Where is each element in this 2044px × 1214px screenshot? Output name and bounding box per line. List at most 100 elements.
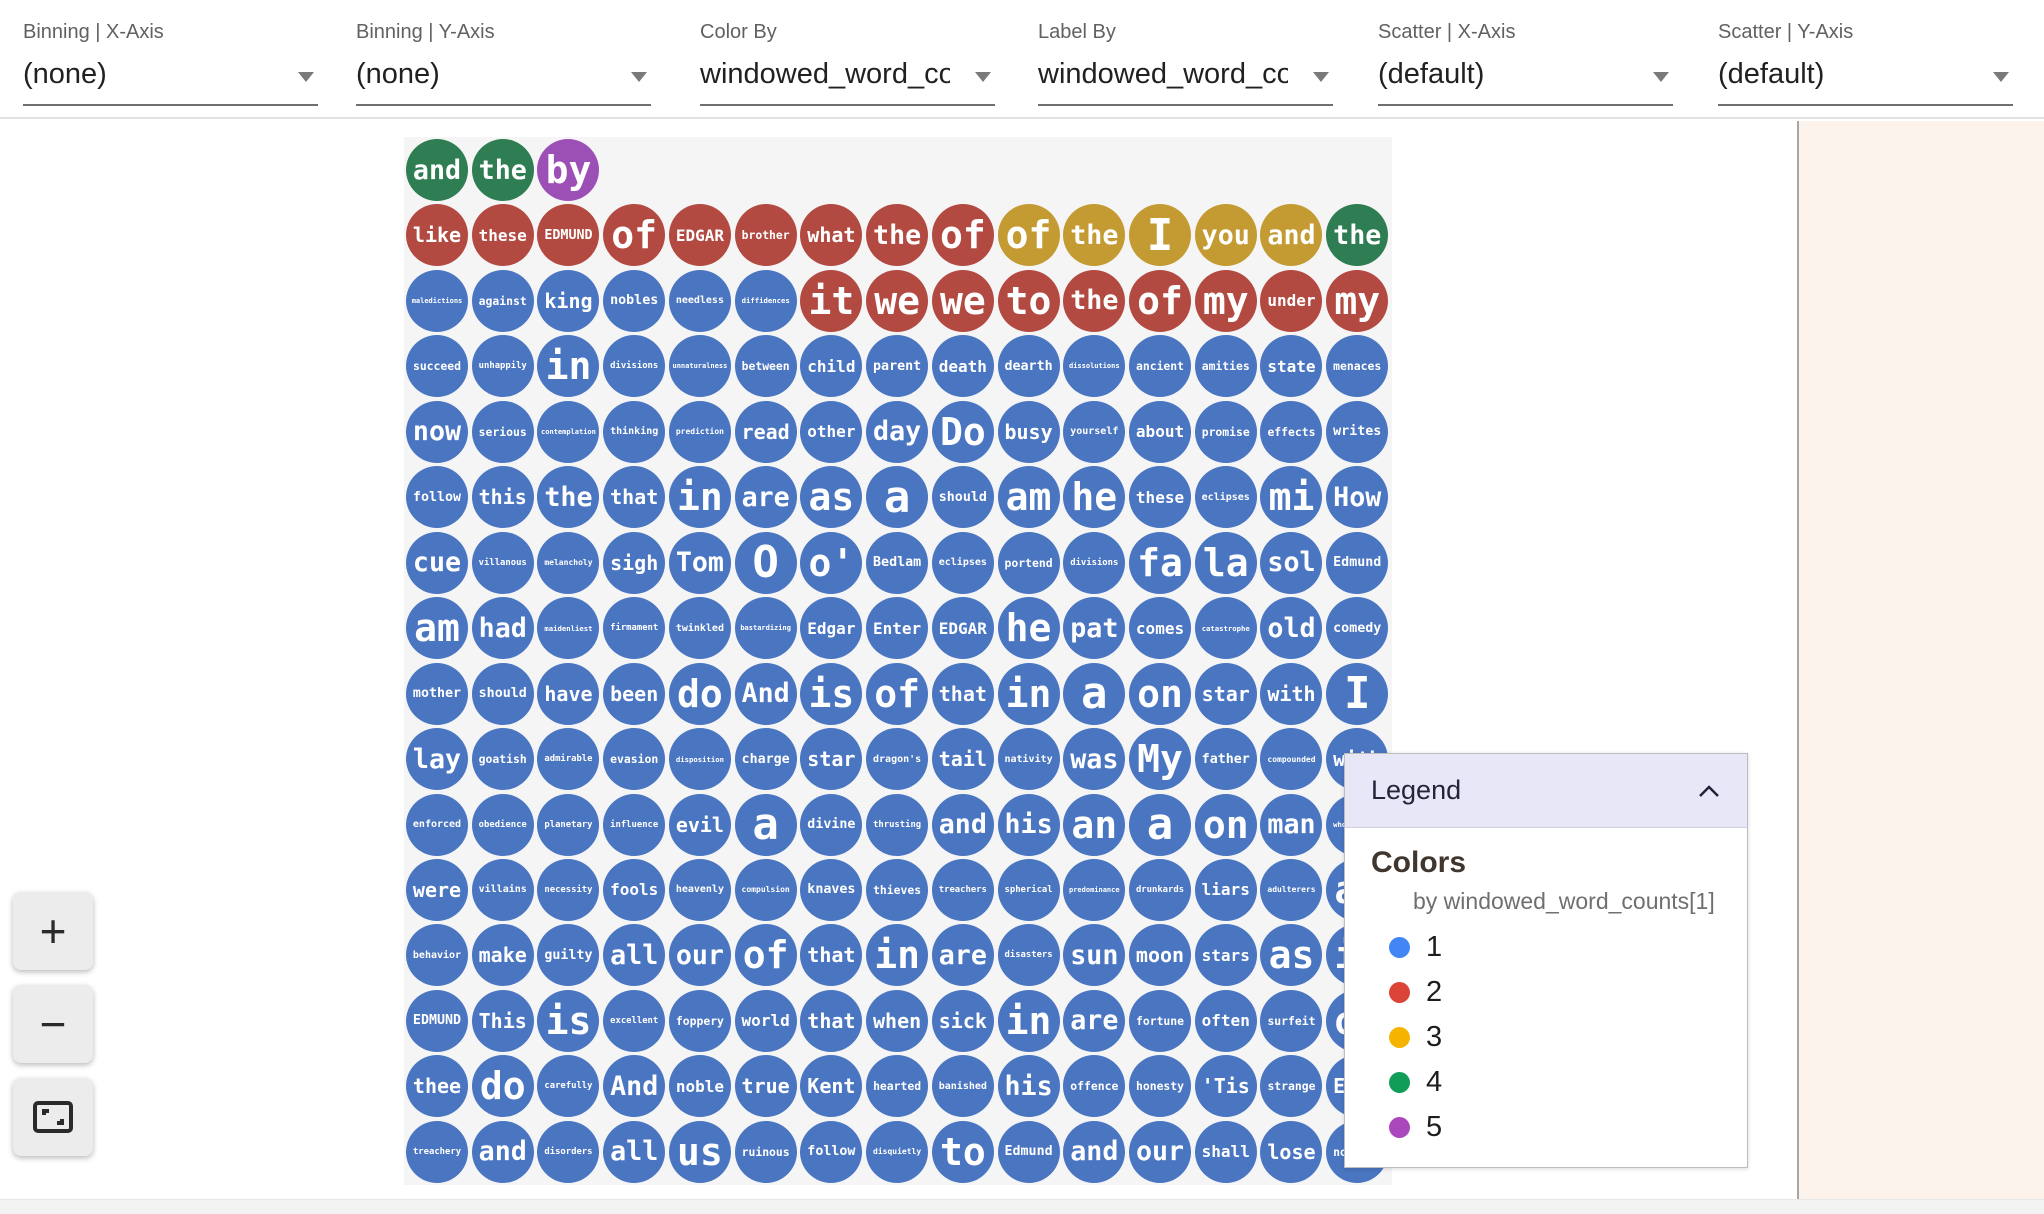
- word-bubble[interactable]: This: [471, 989, 534, 1052]
- dropdown-value[interactable]: (none): [356, 58, 440, 90]
- word-bubble[interactable]: necessity: [537, 858, 600, 921]
- word-bubble[interactable]: a: [1063, 662, 1126, 725]
- dropdown-value[interactable]: (none): [23, 58, 107, 90]
- word-bubble[interactable]: Edmund: [1326, 531, 1389, 594]
- word-bubble[interactable]: Bedlam: [866, 531, 929, 594]
- word-bubble[interactable]: on: [1129, 662, 1192, 725]
- legend-item[interactable]: 2: [1371, 970, 1721, 1015]
- word-bubble[interactable]: contemplation: [537, 400, 600, 463]
- word-bubble[interactable]: mother: [406, 662, 468, 725]
- word-bubble[interactable]: father: [1194, 728, 1257, 791]
- word-bubble[interactable]: evasion: [603, 728, 666, 791]
- word-bubble[interactable]: the: [471, 139, 534, 201]
- word-bubble[interactable]: in: [997, 989, 1060, 1052]
- word-bubble[interactable]: treachers: [931, 858, 994, 921]
- dropdown-value[interactable]: (default): [1378, 58, 1485, 90]
- word-bubble[interactable]: I: [1326, 662, 1389, 725]
- zoom-in-button[interactable]: +: [13, 892, 93, 970]
- word-bubble[interactable]: And: [734, 662, 797, 725]
- word-bubble[interactable]: effects: [1260, 400, 1323, 463]
- chevron-down-icon[interactable]: [1313, 72, 1329, 82]
- word-bubble[interactable]: unnaturalness: [668, 335, 731, 398]
- word-bubble[interactable]: villains: [471, 858, 534, 921]
- word-bubble[interactable]: Kent: [800, 1055, 863, 1118]
- word-bubble[interactable]: of: [931, 204, 994, 267]
- word-bubble[interactable]: Edgar: [800, 597, 863, 660]
- word-bubble[interactable]: the: [866, 204, 929, 267]
- word-bubble[interactable]: lose: [1260, 1120, 1323, 1183]
- word-bubble[interactable]: and: [471, 1120, 534, 1183]
- word-bubble[interactable]: of: [603, 204, 666, 267]
- word-bubble[interactable]: on: [1194, 793, 1257, 856]
- word-bubble[interactable]: in: [537, 335, 600, 398]
- word-bubble[interactable]: My: [1129, 728, 1192, 791]
- legend-item[interactable]: 1: [1371, 925, 1721, 970]
- word-bubble[interactable]: fortune: [1129, 989, 1192, 1052]
- word-bubble[interactable]: dissolutions: [1063, 335, 1126, 398]
- dropdown-binning-y-axis[interactable]: Binning | Y-Axis (none): [356, 20, 651, 106]
- word-bubble[interactable]: treachery: [406, 1120, 468, 1183]
- word-bubble[interactable]: spherical: [997, 858, 1060, 921]
- word-bubble[interactable]: that: [931, 662, 994, 725]
- word-bubble[interactable]: stars: [1194, 924, 1257, 987]
- word-bubble[interactable]: diffidences: [734, 269, 797, 332]
- word-bubble[interactable]: and: [1063, 1120, 1126, 1183]
- word-bubble[interactable]: follow: [800, 1120, 863, 1183]
- word-bubble[interactable]: disposition: [668, 728, 731, 791]
- word-bubble[interactable]: busy: [997, 400, 1060, 463]
- chevron-down-icon[interactable]: [1993, 72, 2009, 82]
- word-bubble[interactable]: maidenliest: [537, 597, 600, 660]
- word-bubble[interactable]: day: [866, 400, 929, 463]
- word-bubble[interactable]: goatish: [471, 728, 534, 791]
- word-bubble[interactable]: that: [800, 989, 863, 1052]
- word-bubble[interactable]: comedy: [1326, 597, 1389, 660]
- word-bubble[interactable]: tail: [931, 728, 994, 791]
- word-bubble[interactable]: had: [471, 597, 534, 660]
- legend-header[interactable]: Legend: [1345, 754, 1747, 828]
- word-bubble[interactable]: of: [997, 204, 1060, 267]
- word-bubble[interactable]: state: [1260, 335, 1323, 398]
- word-bubble[interactable]: true: [734, 1055, 797, 1118]
- word-bubble[interactable]: foppery: [668, 989, 731, 1052]
- legend-item[interactable]: 3: [1371, 1015, 1721, 1060]
- word-bubble[interactable]: predominance: [1063, 858, 1126, 921]
- word-bubble[interactable]: all: [603, 924, 666, 987]
- word-bubble[interactable]: fa: [1129, 531, 1192, 594]
- word-bubble[interactable]: he: [997, 597, 1060, 660]
- word-bubble[interactable]: was: [1063, 728, 1126, 791]
- word-bubble[interactable]: serious: [471, 400, 534, 463]
- word-bubble[interactable]: eclipses: [1194, 466, 1257, 529]
- word-bubble[interactable]: menaces: [1326, 335, 1389, 398]
- zoom-out-button[interactable]: −: [13, 985, 93, 1063]
- word-bubble[interactable]: in: [668, 466, 731, 529]
- chevron-down-icon[interactable]: [1653, 72, 1669, 82]
- word-bubble[interactable]: O: [734, 531, 797, 594]
- dropdown-label-by[interactable]: Label By windowed_word_counts: [1038, 20, 1333, 106]
- dropdown-binning-x-axis[interactable]: Binning | X-Axis (none): [23, 20, 318, 106]
- legend-item[interactable]: 4: [1371, 1060, 1721, 1105]
- word-bubble[interactable]: sick: [931, 989, 994, 1052]
- word-bubble[interactable]: sigh: [603, 531, 666, 594]
- word-bubble[interactable]: moon: [1129, 924, 1192, 987]
- word-bubble[interactable]: writes: [1326, 400, 1389, 463]
- word-bubble[interactable]: 'Tis: [1194, 1055, 1257, 1118]
- word-bubble[interactable]: and: [931, 793, 994, 856]
- word-bubble[interactable]: of: [866, 662, 929, 725]
- word-bubble[interactable]: my: [1194, 269, 1257, 332]
- word-bubble[interactable]: divisions: [603, 335, 666, 398]
- word-bubble[interactable]: to: [931, 1120, 994, 1183]
- word-bubble[interactable]: liars: [1194, 858, 1257, 921]
- word-bubble[interactable]: we: [866, 269, 929, 332]
- word-bubble[interactable]: these: [471, 204, 534, 267]
- word-bubble[interactable]: strange: [1260, 1055, 1323, 1118]
- word-bubble[interactable]: drunkards: [1129, 858, 1192, 921]
- word-bubble[interactable]: disquietly: [866, 1120, 929, 1183]
- word-bubble[interactable]: now: [406, 400, 468, 463]
- word-bubble[interactable]: in: [997, 662, 1060, 725]
- word-bubble[interactable]: of: [1129, 269, 1192, 332]
- word-bubble[interactable]: man: [1260, 793, 1323, 856]
- word-bubble[interactable]: read: [734, 400, 797, 463]
- word-bubble[interactable]: charge: [734, 728, 797, 791]
- word-bubble[interactable]: compounded: [1260, 728, 1323, 791]
- word-bubble[interactable]: the: [537, 466, 600, 529]
